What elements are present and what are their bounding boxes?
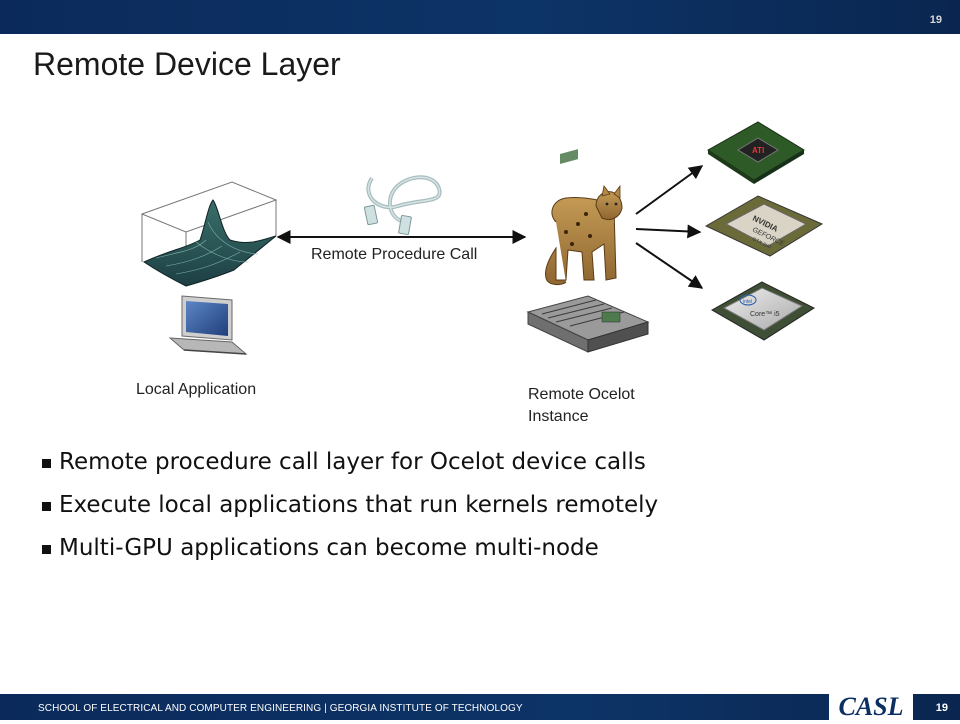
remote-ocelot-label: Remote Ocelot Instance: [528, 384, 635, 427]
intel-chip-model: Core™ i5: [750, 311, 780, 318]
slide-title: Remote Device Layer: [33, 46, 341, 82]
amd-chip-label: ATI: [752, 146, 764, 155]
casl-logo: CASL: [829, 690, 913, 721]
footer-page-number: 19: [935, 702, 948, 714]
bullet-item: Execute local applications that run kern…: [42, 487, 658, 530]
surface-plot-icon: [140, 181, 278, 287]
laptop-icon: [168, 295, 248, 355]
amd-gpu-chip-icon: ATI: [707, 121, 805, 184]
footer-bar: SCHOOL OF ELECTRICAL AND COMPUTER ENGINE…: [0, 694, 960, 720]
header-page-number: 19: [929, 14, 942, 26]
nvidia-gpu-chip-icon: NVIDIA GEFORCE GTX 280: [704, 195, 824, 257]
rpc-label: Remote Procedure Call: [311, 246, 478, 263]
remote-ocelot-label-line1: Remote Ocelot: [528, 386, 635, 403]
bullet-list: Remote procedure call layer for Ocelot d…: [42, 444, 658, 573]
remote-ocelot-label-line2: Instance: [528, 407, 589, 425]
arrow-to-nvidia-gpu: [635, 224, 702, 239]
bullet-item: Remote procedure call layer for Ocelot d…: [42, 444, 658, 487]
local-application-label: Local Application: [136, 381, 257, 398]
intel-cpu-icon: intel Core™ i5: [710, 281, 816, 341]
bullet-item: Multi-GPU applications can become multi-…: [42, 530, 658, 573]
arrow-to-intel-cpu: [635, 242, 704, 289]
footer-school-text: SCHOOL OF ELECTRICAL AND COMPUTER ENGINE…: [38, 703, 523, 714]
network-cable-icon: [363, 175, 442, 236]
arrow-to-amd-gpu: [635, 165, 704, 215]
ocelot-icon: [545, 184, 623, 286]
intel-chip-brand: intel: [743, 299, 752, 305]
rack-server-icon: [526, 149, 650, 353]
top-header-bar: 19: [0, 0, 960, 34]
architecture-diagram: ATI NVIDIA GEFORCE GTX 280 intel Core™ i…: [140, 121, 824, 355]
